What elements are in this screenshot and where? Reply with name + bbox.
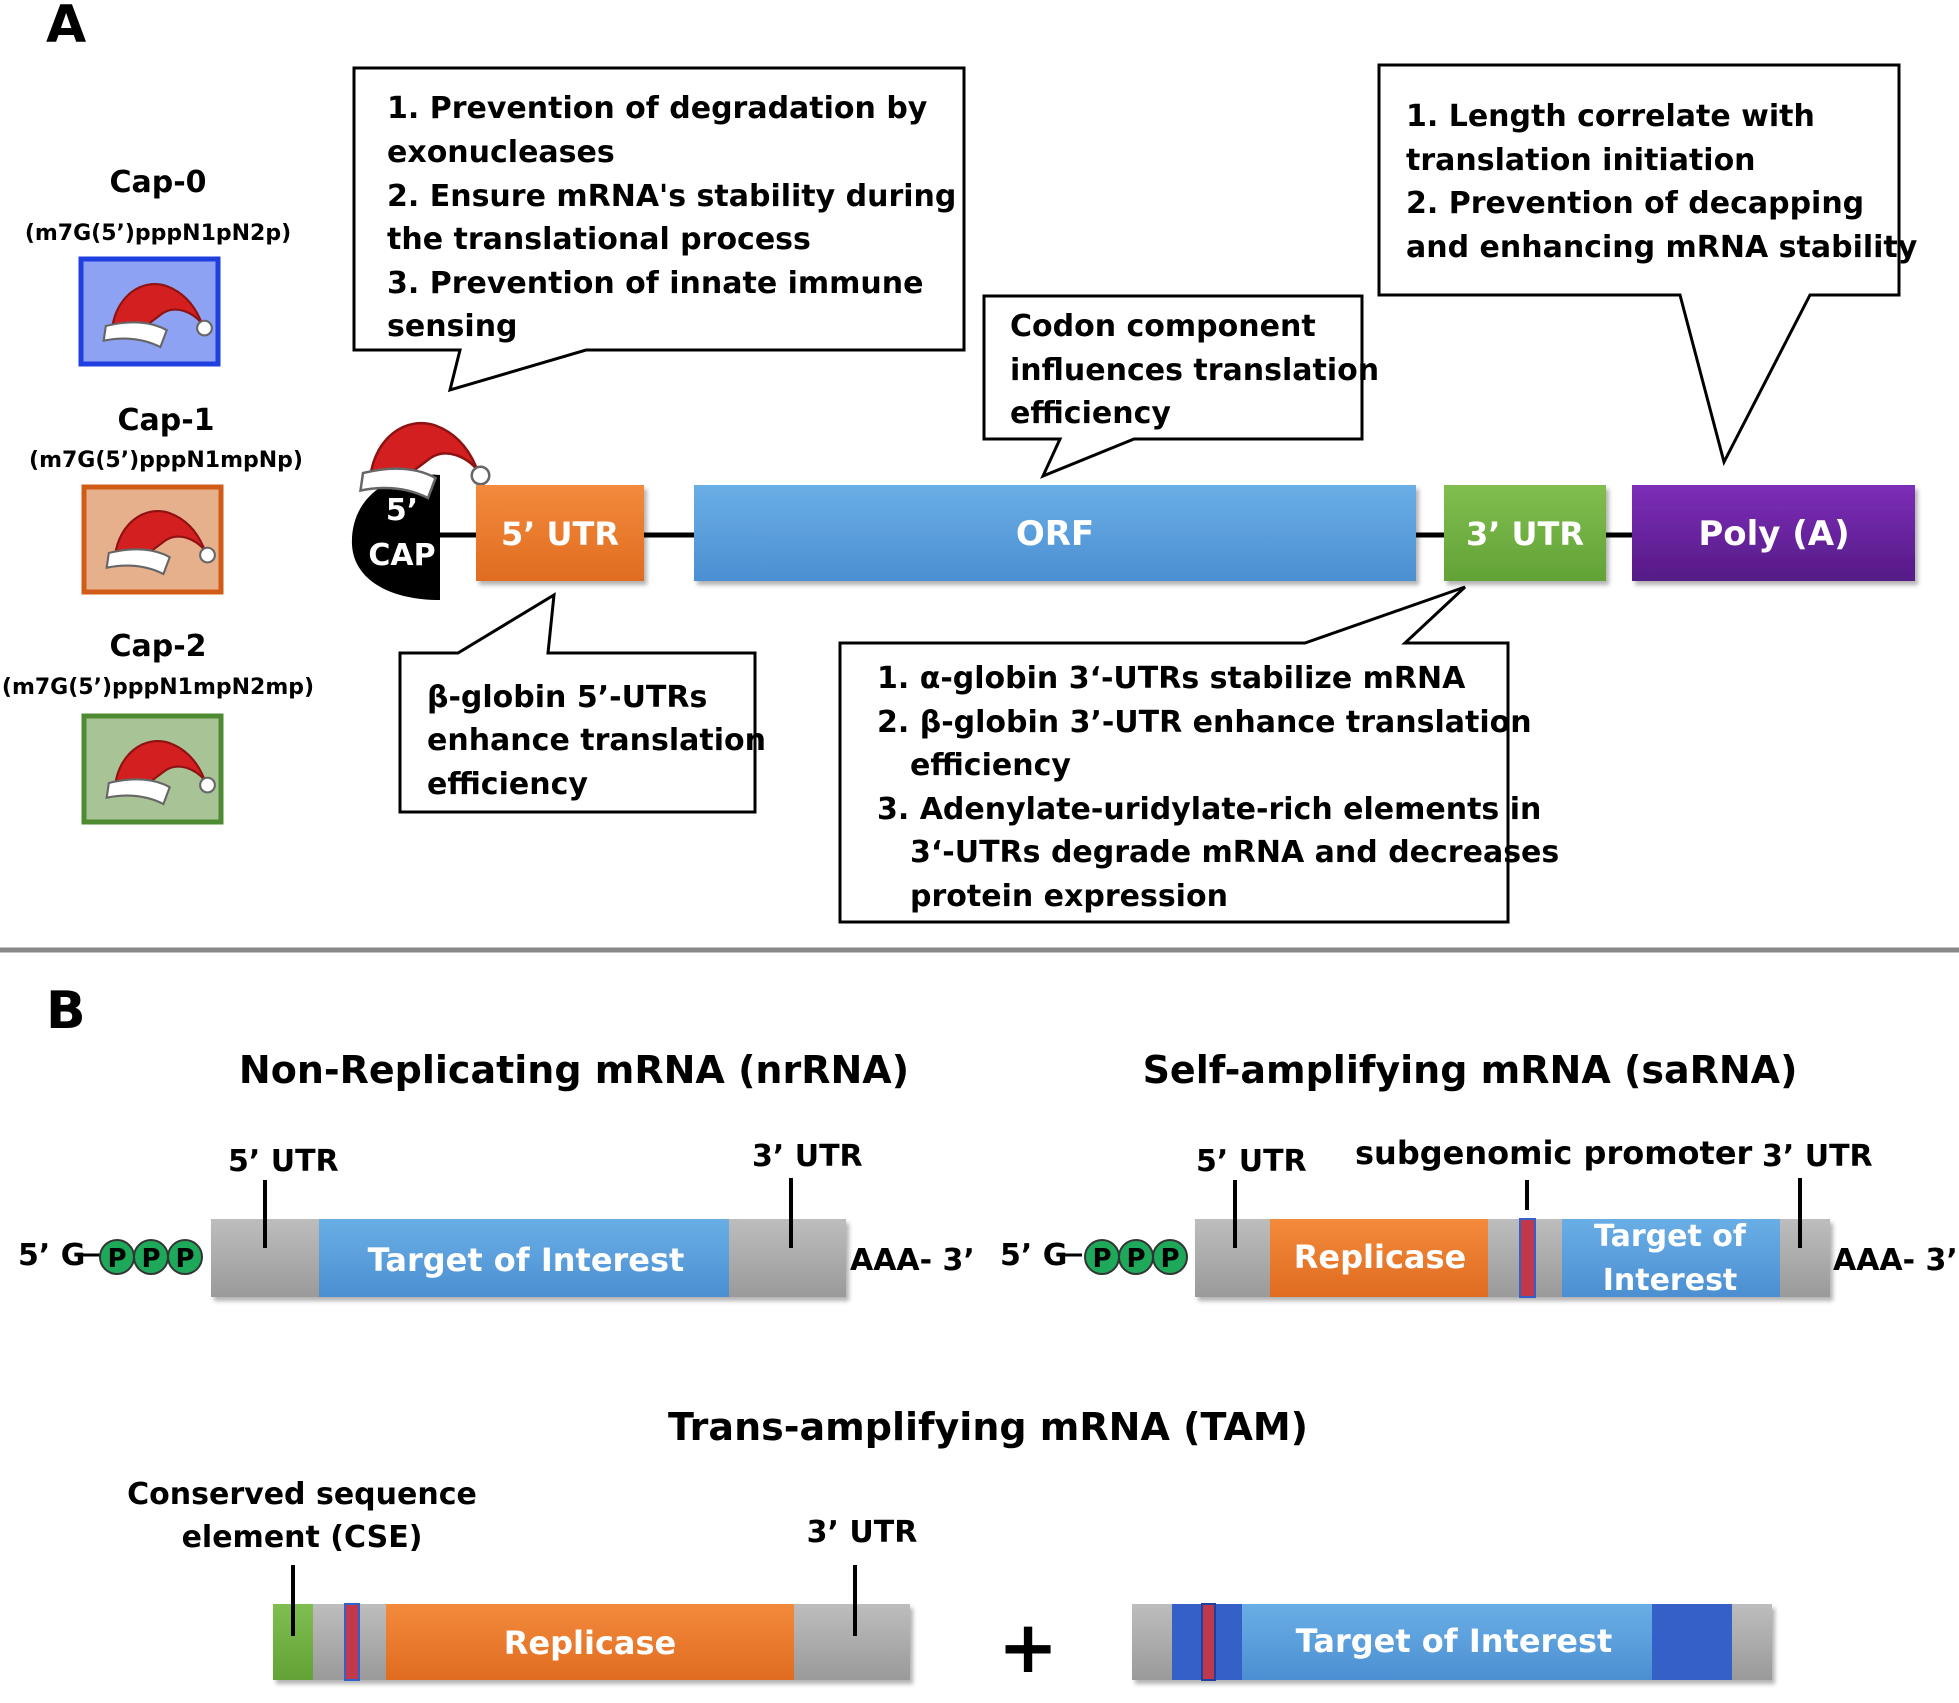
- orf-callout-line-1: Codon component: [1010, 309, 1316, 344]
- cap2-formula: (m7G(5’)pppN1mpN2mp): [2, 675, 314, 700]
- polya-callout-line-4: and enhancing mRNA stability: [1406, 230, 1918, 265]
- utr3-callout-line-6: protein expression: [910, 879, 1228, 914]
- utr3-callout-line-3: efficiency: [910, 748, 1071, 783]
- tam-cse-label-1: Conserved sequence: [127, 1477, 477, 1512]
- cap1-variant: Cap-1 (m7G(5’)pppN1mpNp): [29, 403, 303, 595]
- orf-callout-line-3: efficiency: [1010, 396, 1171, 431]
- nrrna-phosphate-3-label: P: [175, 1244, 194, 1274]
- polya-label: Poly (A): [1698, 514, 1849, 554]
- nrrna-target-label: Target of Interest: [368, 1241, 685, 1279]
- utr3-callout: 1. α-globin 3‘-UTRs stabilize mRNA 2. β-…: [838, 585, 1559, 924]
- sarna-promoter-marker: [1519, 1218, 1536, 1298]
- sarna-utr5-label: 5’ UTR: [1196, 1144, 1307, 1179]
- tam-title: Trans-amplifying mRNA (TAM): [668, 1405, 1308, 1449]
- cap-callout-line-5: 3. Prevention of innate immune: [387, 266, 923, 301]
- polya-callout-line-1: 1. Length correlate with: [1406, 99, 1815, 134]
- nrrna-phosphate-3: [167, 1239, 203, 1275]
- nrrna-phosphate-2-label: P: [141, 1244, 160, 1274]
- sarna-target-segment: [1562, 1219, 1780, 1297]
- sarna-five-prime-label: 5’ G: [1000, 1238, 1067, 1273]
- nrrna-target-segment: [319, 1219, 729, 1297]
- sarna-replicase-segment: [1270, 1219, 1488, 1297]
- utr3-callout-line-4: 3. Adenylate-uridylate-rich elements in: [877, 792, 1541, 827]
- cap0-variant: Cap-0 (m7G(5’)pppN1pN2p): [25, 165, 291, 367]
- sarna-target-label-1: Target of: [1594, 1219, 1747, 1254]
- utr3-callout-line-1: 1. α-globin 3‘-UTRs stabilize mRNA: [877, 661, 1466, 696]
- utr5-label: 5’ UTR: [501, 515, 619, 553]
- nrrna-title: Non-Replicating mRNA (nrRNA): [239, 1048, 909, 1092]
- nrrna-construct: Non-Replicating mRNA (nrRNA) 5’ UTR 3’ U…: [18, 1048, 975, 1297]
- tam-replicase-label: Replicase: [504, 1624, 677, 1662]
- orf-segment: [694, 485, 1416, 581]
- sarna-replicase-label: Replicase: [1294, 1238, 1467, 1276]
- tam-promoter-marker: [344, 1603, 360, 1681]
- utr3-callout-line-2: 2. β-globin 3’-UTR enhance translation: [877, 705, 1532, 740]
- utr5-callout-line-1: β-globin 5’-UTRs: [427, 680, 707, 715]
- utr5-segment: [476, 485, 644, 581]
- utr5-callout-line-3: efficiency: [427, 767, 588, 802]
- nrrna-five-prime-label: 5’ G: [18, 1238, 85, 1273]
- panel-b-letter: B: [46, 981, 86, 1041]
- utr3-label: 3’ UTR: [1466, 515, 1584, 553]
- utr3-callout-line-5: 3‘-UTRs degrade mRNA and decreases: [910, 835, 1559, 870]
- tam-utr3-label: 3’ UTR: [807, 1515, 918, 1550]
- cap2-title: Cap-2: [109, 629, 206, 664]
- sarna-title: Self-amplifying mRNA (saRNA): [1143, 1048, 1798, 1092]
- cap0-title: Cap-0: [109, 165, 206, 200]
- sarna-promoter-label: subgenomic promoter: [1355, 1134, 1753, 1172]
- cap0-formula: (m7G(5’)pppN1pN2p): [25, 221, 291, 246]
- tam-cse-label-2: element (CSE): [182, 1520, 423, 1555]
- cap-santa-hat-icon: [359, 421, 491, 500]
- cap1-formula: (m7G(5’)pppN1mpNp): [29, 448, 303, 473]
- tam-target-segment: [1242, 1604, 1652, 1680]
- sarna-phosphate-3-label: P: [1160, 1244, 1179, 1274]
- utr5-callout-line-2: enhance translation: [427, 723, 766, 758]
- orf-label: ORF: [1016, 514, 1094, 554]
- polya-callout: 1. Length correlate with translation ini…: [1377, 63, 1918, 467]
- cap-callout-line-6: sensing: [387, 309, 518, 344]
- polya-callout-line-3: 2. Prevention of decapping: [1406, 186, 1864, 221]
- sarna-phosphate-1-label: P: [1092, 1244, 1111, 1274]
- orf-callout: Codon component influences translation e…: [982, 294, 1379, 479]
- nrrna-tail-label: AAA- 3’: [850, 1243, 975, 1278]
- cap-label-top: 5’: [386, 493, 418, 528]
- cap-callout-line-4: the translational process: [387, 222, 811, 257]
- tam-plus-sign: +: [998, 1605, 1058, 1689]
- utr5-callout: β-globin 5’-UTRs enhance translation eff…: [398, 592, 766, 814]
- cap-callout-line-1: 1. Prevention of degradation by: [387, 91, 928, 126]
- sarna-utr3-label: 3’ UTR: [1762, 1139, 1873, 1174]
- sarna-tail-label: AAA- 3’: [1833, 1243, 1958, 1278]
- cap-callout-line-3: 2. Ensure mRNA's stability during: [387, 179, 956, 214]
- tam-replicase-segment: [386, 1604, 794, 1680]
- polya-segment: [1632, 485, 1915, 581]
- panel-a-letter: A: [46, 0, 86, 55]
- cap1-title: Cap-1: [117, 403, 214, 438]
- utr3-segment: [1444, 485, 1606, 581]
- nrrna-utr3-label: 3’ UTR: [752, 1139, 863, 1174]
- cap-callout: 1. Prevention of degradation by exonucle…: [352, 66, 966, 393]
- orf-callout-line-2: influences translation: [1010, 353, 1379, 388]
- sarna-construct: Self-amplifying mRNA (saRNA) 5’ UTR subg…: [1000, 1048, 1958, 1298]
- sarna-phosphate-3: [1152, 1239, 1188, 1275]
- cap-shape: [351, 474, 440, 600]
- cap-label-bottom: CAP: [368, 538, 435, 573]
- tam-target-label: Target of Interest: [1296, 1622, 1613, 1660]
- tam-transreplicon-promoter-marker: [1201, 1603, 1216, 1681]
- polya-callout-line-2: translation initiation: [1406, 143, 1756, 178]
- sarna-target-label-2: Interest: [1603, 1263, 1738, 1298]
- five-prime-cap: 5’ CAP: [351, 421, 491, 600]
- cap-callout-line-2: exonucleases: [387, 135, 615, 170]
- nrrna-utr5-label: 5’ UTR: [228, 1144, 339, 1179]
- tam-construct: Trans-amplifying mRNA (TAM) Conserved se…: [127, 1405, 1772, 1689]
- cap2-variant: Cap-2 (m7G(5’)pppN1mpN2mp): [2, 629, 314, 825]
- nrrna-phosphate-1-label: P: [107, 1244, 126, 1274]
- sarna-phosphate-2-label: P: [1126, 1244, 1145, 1274]
